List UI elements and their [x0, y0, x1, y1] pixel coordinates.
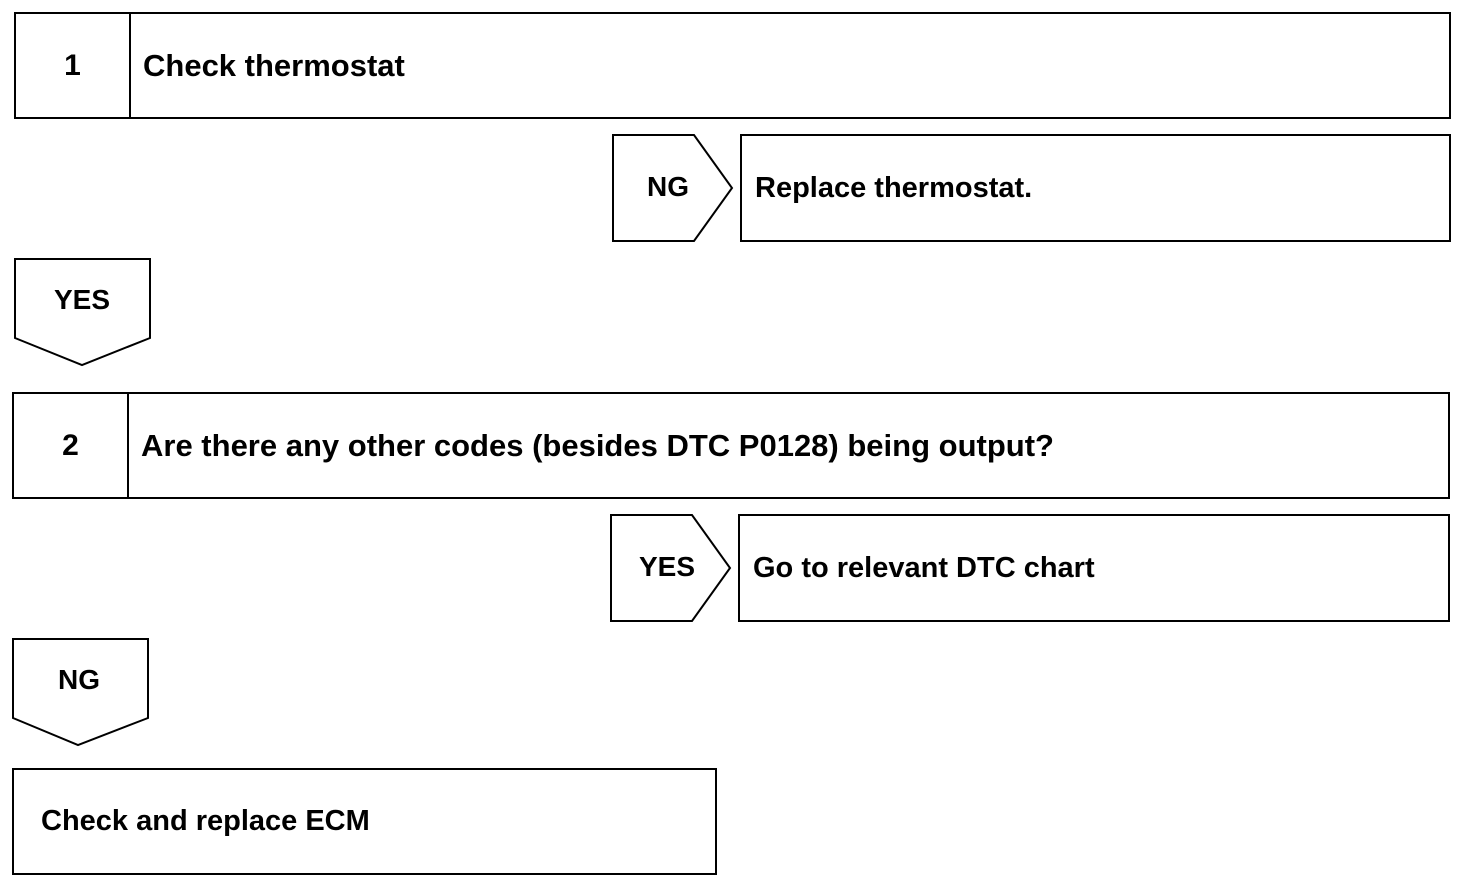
final-action-text: Check and replace ECM: [41, 805, 370, 837]
step-2-text: Are there any other codes (besides DTC P…: [141, 427, 1054, 463]
down-arrow-shape: [12, 638, 149, 747]
step-1-ng-arrow: NG: [612, 134, 736, 242]
step-1-yes-arrow: YES: [14, 258, 152, 368]
step-1-ng-result-text: Replace thermostat.: [755, 171, 1033, 204]
step-2-yes-arrow: YES: [610, 514, 734, 622]
step-1-number: 1: [16, 14, 131, 117]
down-arrow-shape: [14, 258, 151, 367]
step-2-yes-label: YES: [638, 551, 696, 582]
step-2-yes-result-text: Go to relevant DTC chart: [753, 551, 1095, 584]
step-1-yes-label: YES: [53, 284, 111, 315]
step-2-box: 2 Are there any other codes (besides DTC…: [12, 392, 1450, 499]
step-1-ng-result: Replace thermostat.: [740, 134, 1451, 242]
step-2-yes-result: Go to relevant DTC chart: [738, 514, 1450, 622]
step-1-box: 1 Check thermostat: [14, 12, 1451, 119]
right-arrow-shape: [610, 514, 732, 622]
step-2-ng-label: NG: [58, 664, 100, 695]
step-2-ng-arrow: NG: [12, 638, 150, 748]
final-action-box: Check and replace ECM: [12, 768, 717, 875]
step-1-ng-label: NG: [647, 171, 689, 202]
step-2-number: 2: [14, 394, 129, 497]
step-1-text: Check thermostat: [143, 47, 405, 83]
right-arrow-shape: [612, 134, 734, 242]
